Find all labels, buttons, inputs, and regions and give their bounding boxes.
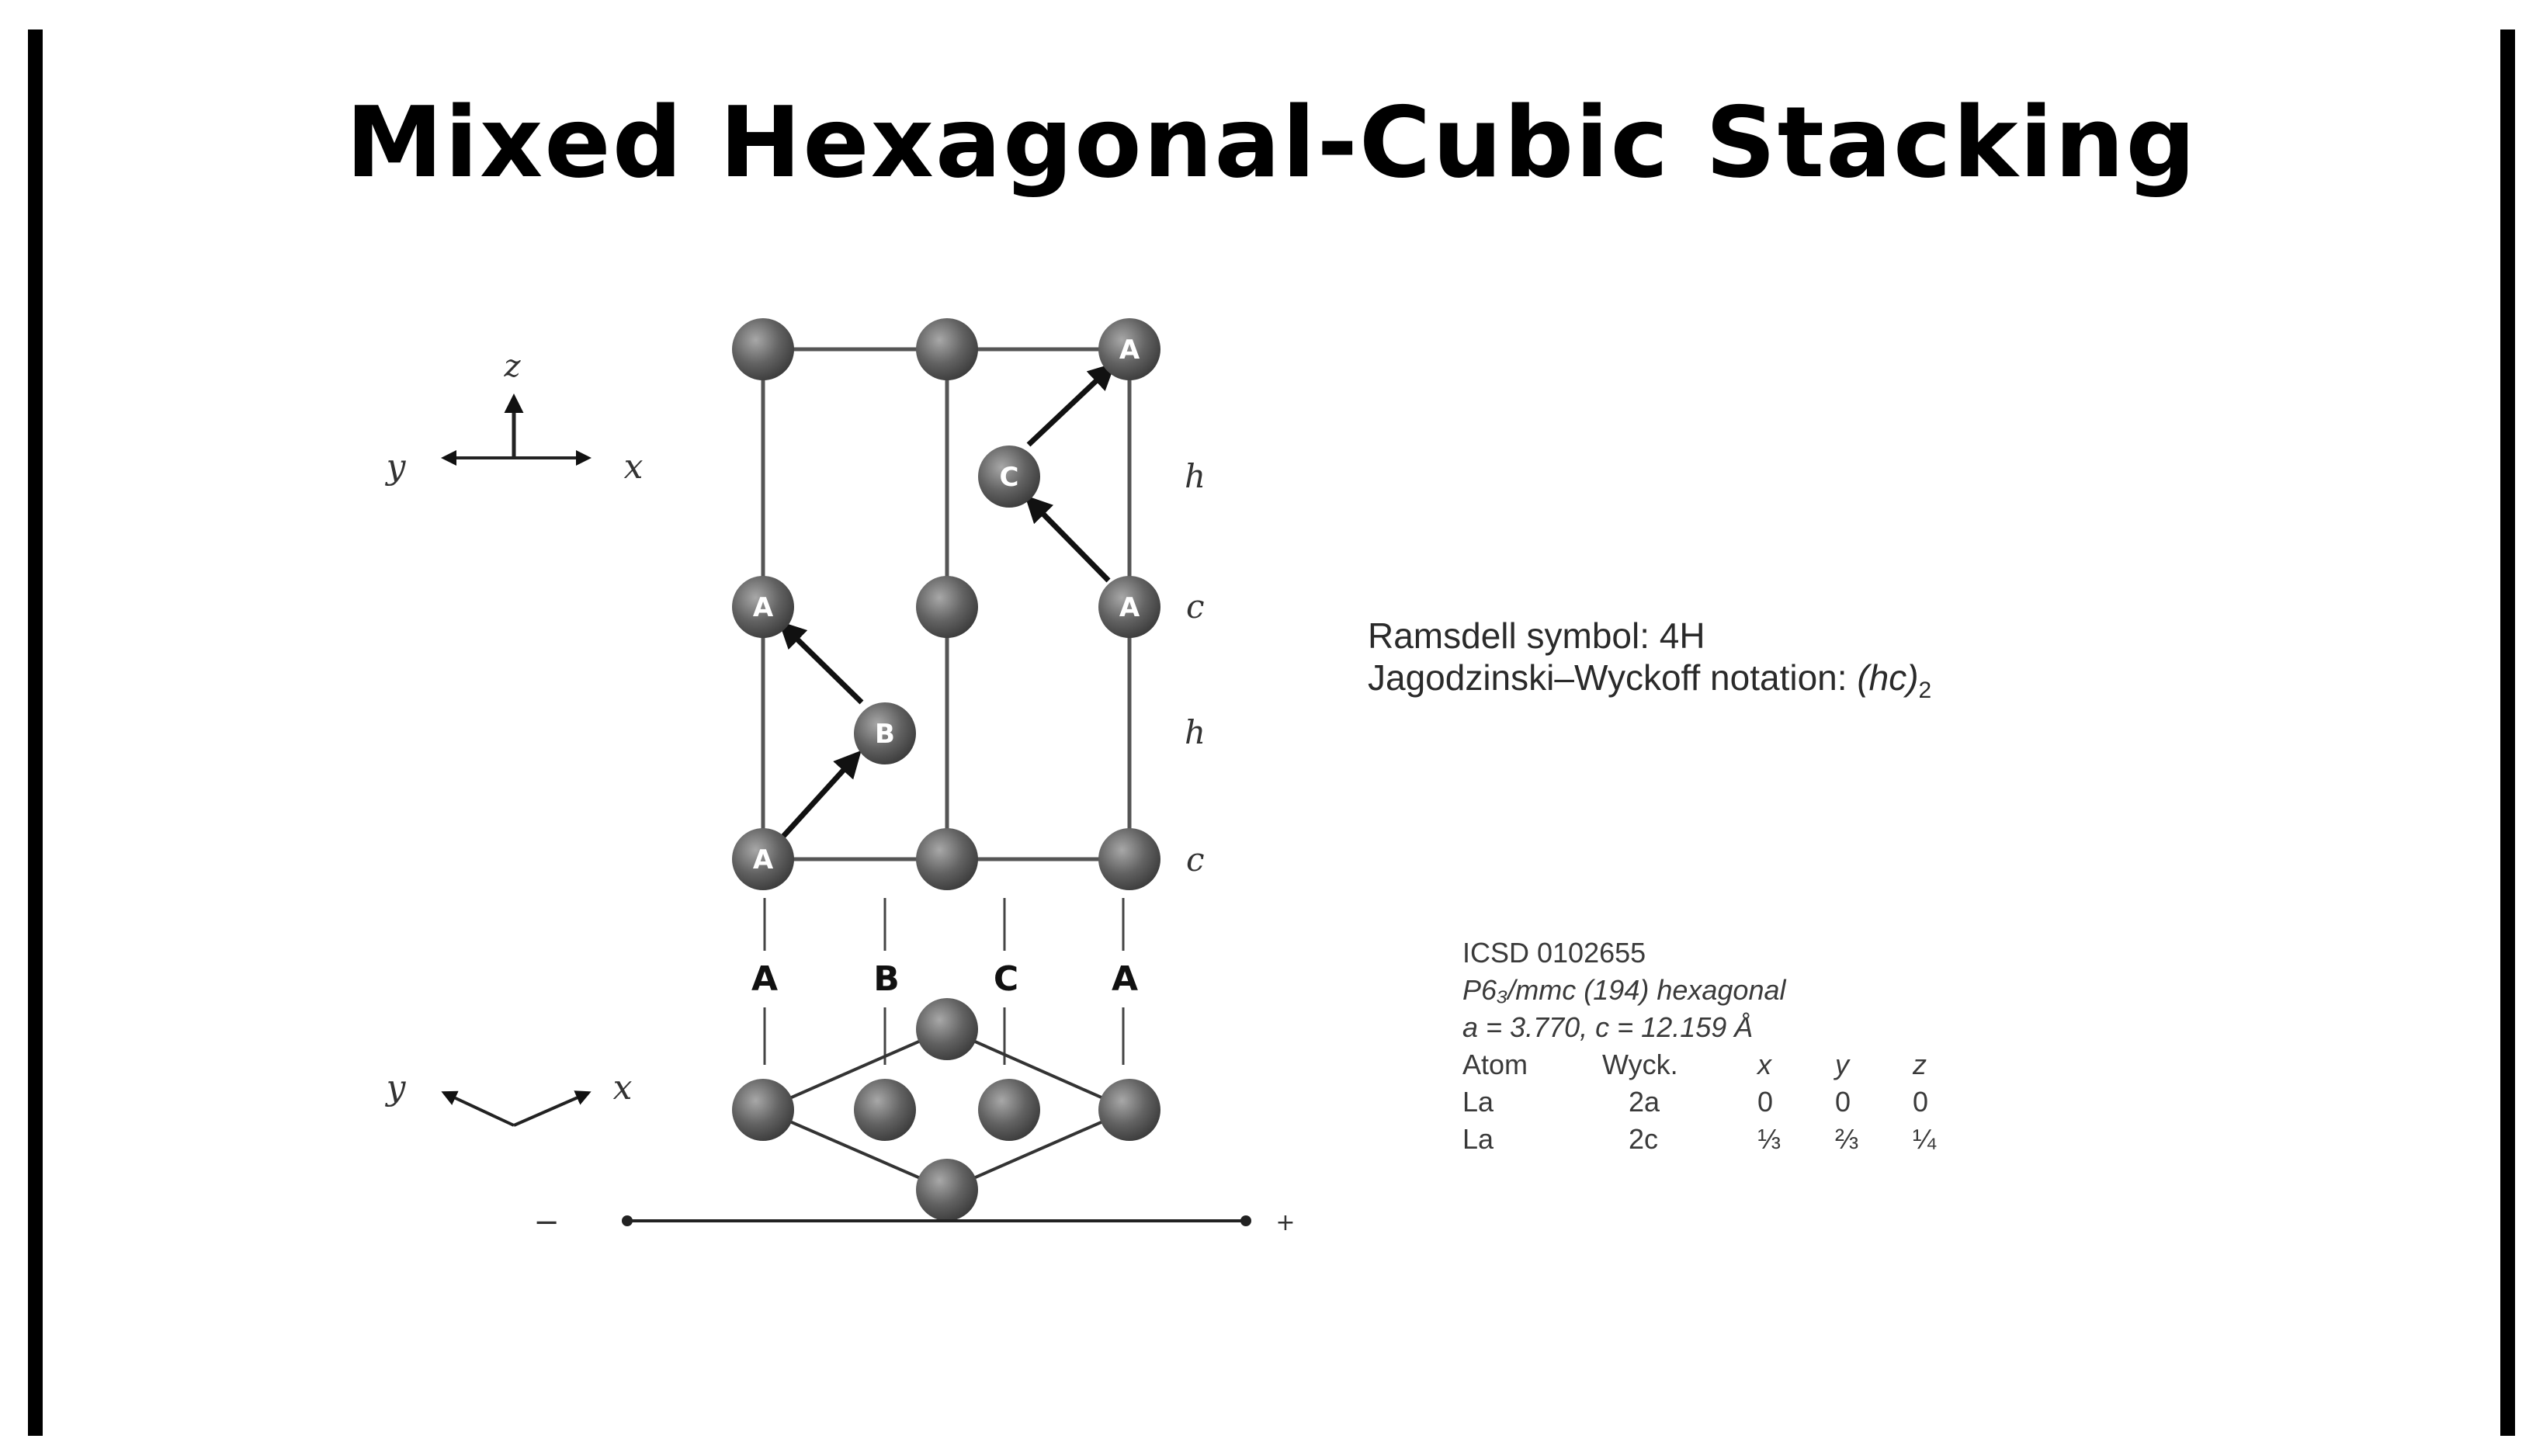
atom [916,828,978,890]
ramsdell-symbol: Ramsdell symbol: 4H [1368,615,1705,656]
table-cell: 0 [1757,1086,1774,1118]
layer-label-h: h [1185,713,1206,751]
stacking-label: A [1112,959,1138,999]
table-cell: 0 [1835,1086,1851,1118]
stacking-label: A [751,959,778,999]
layer-label-h: h [1185,457,1206,495]
table-cell: 0 [1913,1086,1929,1118]
atom-label: A [753,592,774,623]
jagodzinski-wyckoff-notation: Jagodzinski–Wyckoff notation: (hc)2 [1368,657,1931,704]
right-border-bar [2500,29,2515,1436]
table-cell: La [1462,1086,1494,1118]
atom-label: A [1119,592,1140,623]
jagodzinski-value: (hc) [1857,657,1919,698]
icsd-id: ICSD 0102655 [1462,937,1646,969]
jagodzinski-prefix: Jagodzinski–Wyckoff notation: [1368,657,1858,698]
scale-bar-plus: + [1275,1209,1295,1236]
atom-c [978,445,1040,508]
page-title: Mixed Hexagonal-Cubic Stacking [345,85,2198,199]
atom [1098,828,1160,890]
x-axis-label: x [613,1068,633,1108]
z-axis-label: z [503,348,521,384]
table-header: Atom [1462,1049,1528,1080]
axes-indicator-top: z y x [385,348,644,487]
atom-a-mid-right [1098,576,1160,638]
arrow-c-to-a [1026,362,1116,447]
atom-a-top [1098,318,1160,380]
layer-label-c: c [1186,588,1205,626]
arrow-b-to-a [779,621,864,705]
table-cell: 2a [1629,1086,1660,1118]
table-cell: 2c [1629,1123,1659,1155]
y-axis-label: y [385,447,407,487]
table-cell: ¼ [1913,1123,1937,1155]
table-cell: ⅓ [1757,1123,1781,1155]
jagodzinski-subscript: 2 [1918,678,1932,704]
atom [732,318,794,380]
space-group: P6₃/mmc (194) hexagonal [1462,974,1786,1006]
stacking-arrows [778,362,1116,842]
stacking-label: B [873,959,900,999]
axes-indicator-bottom: y x [385,1068,633,1127]
icsd-data-block: ICSD 0102655 P6₃/mmc (194) hexagonal a =… [1462,934,1959,1158]
atom [916,1159,978,1221]
atom [916,998,978,1060]
atom [978,1079,1040,1141]
table-header: x [1757,1049,1771,1080]
left-border-bar [28,29,43,1436]
stacking-label: C [994,959,1018,999]
atom [916,318,978,380]
layer-label-c: c [1186,841,1205,879]
y-axis-label: y [385,1068,407,1108]
atom [854,1079,916,1141]
cell-parameters: a = 3.770, c = 12.159 Å [1462,1011,1754,1043]
table-cell: La [1462,1123,1494,1155]
atom [732,1079,794,1141]
atom-position-table: Atom Wyck. x y z La 2a 0 0 0 La 2c ⅓ ⅔ ¼ [1462,1046,1959,1158]
atom-b [854,702,916,764]
atom [916,576,978,638]
atoms [732,318,1160,890]
atom-label: C [1000,462,1019,493]
table-header: Wyck. [1602,1049,1678,1080]
table-header: y [1835,1049,1849,1080]
atom-a-bottom [732,828,794,890]
atom-a-mid-left [732,576,794,638]
arrow-a-to-c [1025,495,1111,583]
scale-bar-minus: − [533,1205,560,1240]
table-cell: ⅔ [1835,1123,1859,1155]
scale-bar: − + [533,1205,1295,1240]
table-header: z [1913,1049,1927,1080]
atom-label: A [1119,335,1140,366]
stacking-ticks [763,898,1125,1065]
basal-atoms [732,998,1160,1221]
atom-label: A [753,844,774,875]
arrow-a-to-b [778,750,862,842]
atom-label: B [875,719,895,750]
x-axis-label: x [624,447,644,487]
atom [1098,1079,1160,1141]
